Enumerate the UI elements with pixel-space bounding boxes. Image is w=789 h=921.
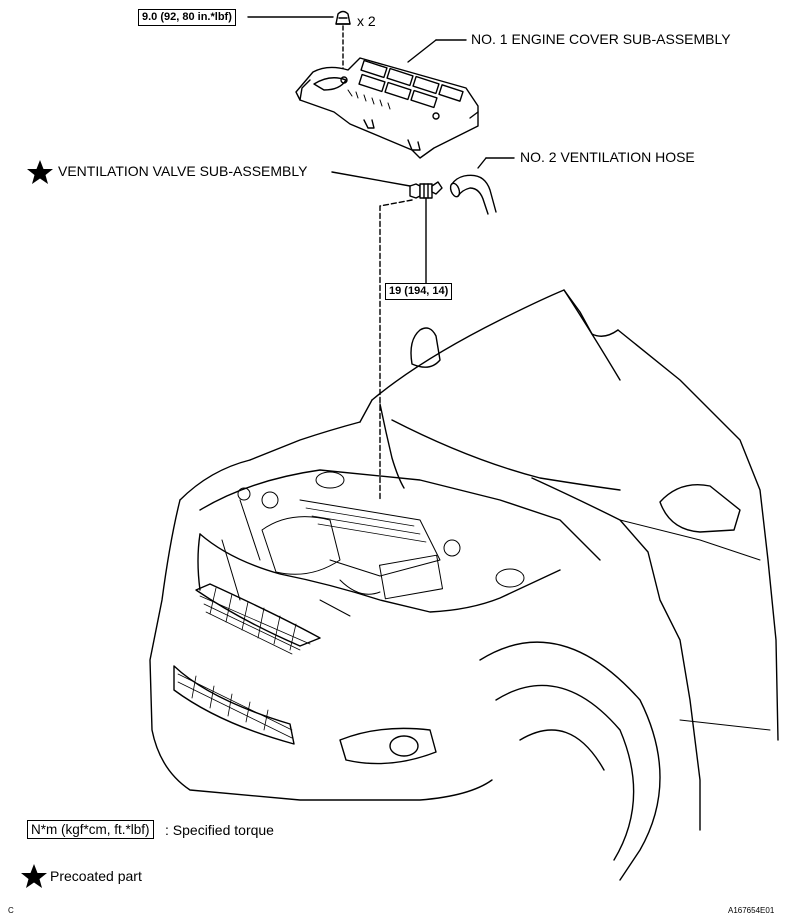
vent-hose-part — [449, 174, 497, 215]
car-body — [149, 289, 779, 881]
valve-dashed-guide — [379, 199, 413, 501]
figure-id: A167654E01 — [728, 906, 775, 915]
engine-cover-leader — [407, 39, 437, 63]
torque-legend-desc: : Specified torque — [165, 822, 274, 838]
precoated-legend: Precoated part — [50, 868, 142, 884]
star-icon — [21, 864, 47, 888]
vent-valve-part — [409, 181, 443, 199]
engine-cover-label: NO. 1 ENGINE COVER SUB-ASSEMBLY — [471, 31, 731, 47]
fog-light — [389, 735, 419, 757]
front-wheel — [479, 641, 661, 881]
star-icon — [27, 160, 53, 184]
engine-components — [221, 471, 525, 617]
vent-valve-leader — [331, 171, 411, 187]
nut-icon — [335, 10, 351, 25]
cover-nut-quantity: x 2 — [357, 13, 376, 29]
valve-torque-value: 19 (194, 14) — [385, 283, 453, 300]
vent-valve-label: VENTILATION VALVE SUB-ASSEMBLY — [58, 163, 308, 179]
lower-grille — [173, 665, 295, 745]
engine-cover-part — [295, 57, 479, 159]
vent-hose-label: NO. 2 VENTILATION HOSE — [520, 149, 695, 165]
cover-torque-value: 9.0 (92, 80 in.*lbf) — [138, 9, 236, 26]
torque-units-box: N*m (kgf*cm, ft.*lbf) — [27, 820, 154, 839]
footer-left-code: C — [8, 906, 14, 915]
